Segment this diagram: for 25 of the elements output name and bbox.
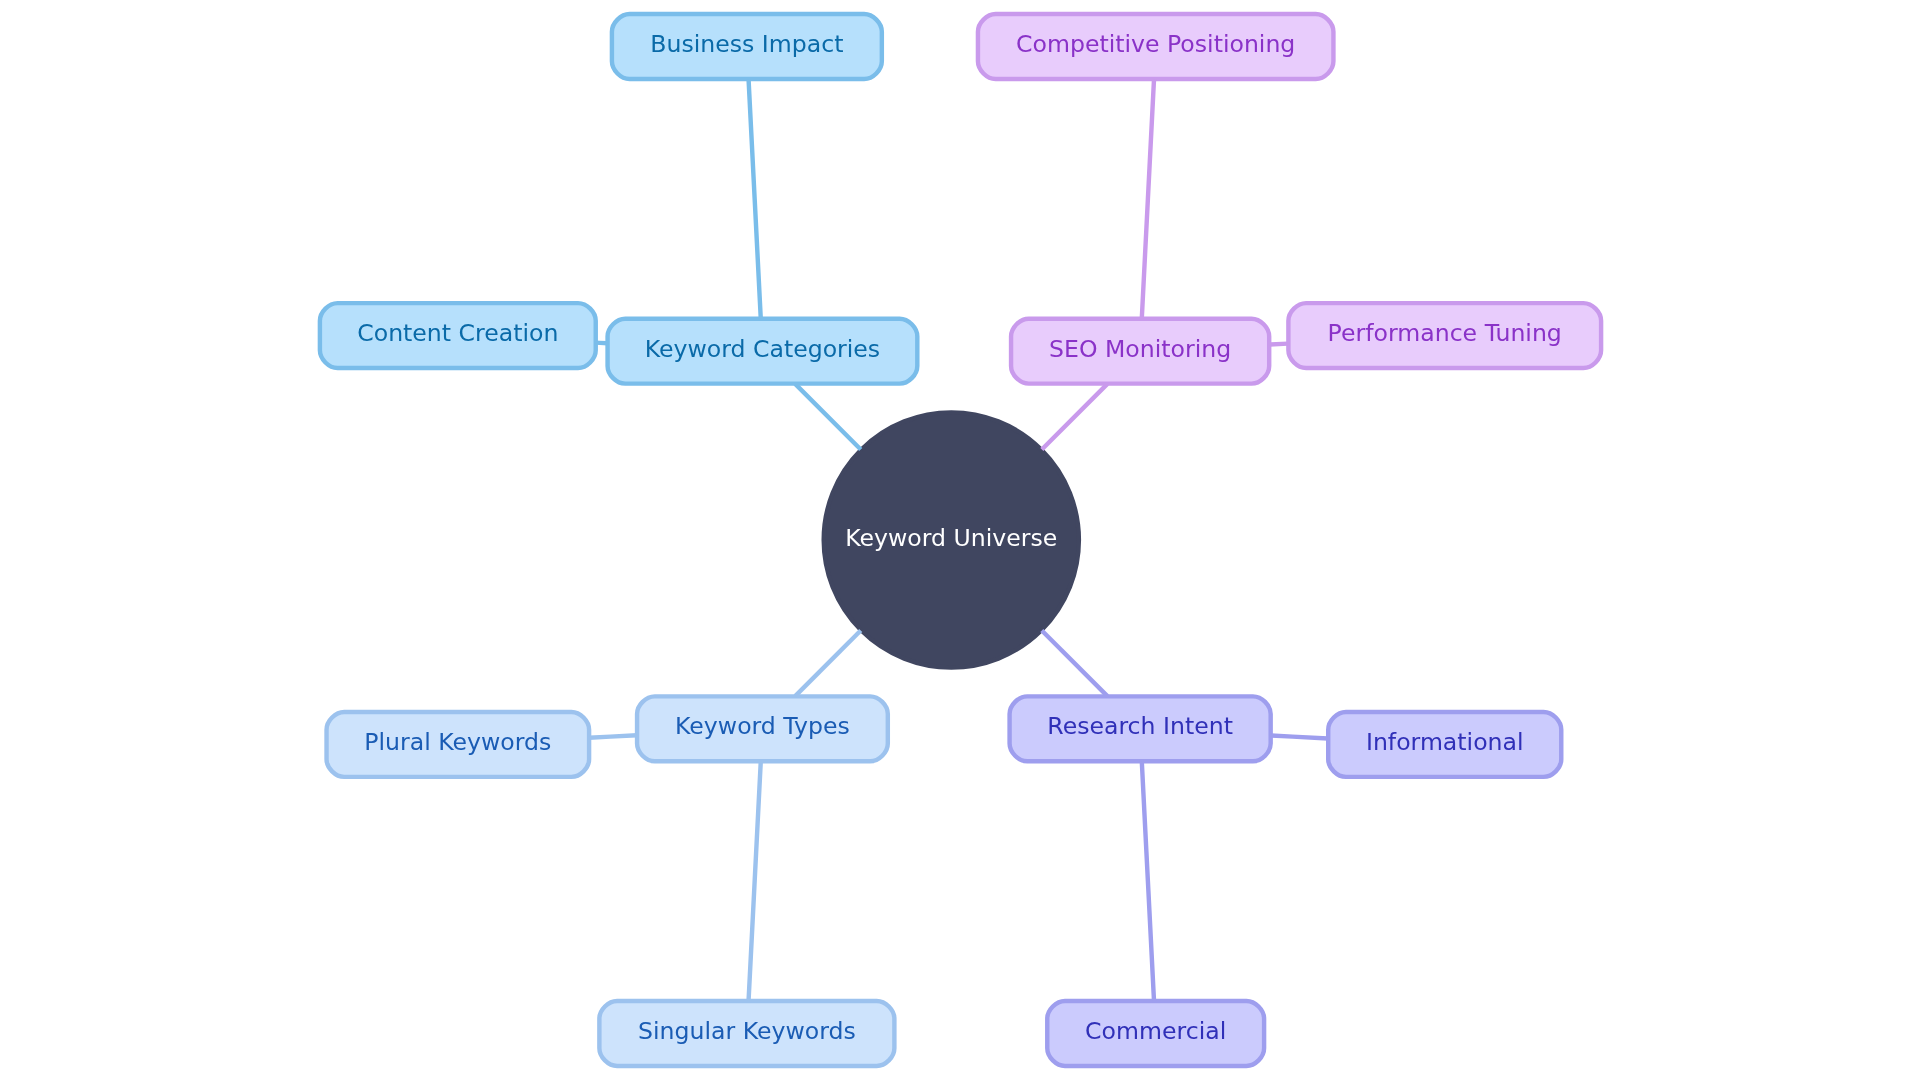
- node-circle: Keyword Universe: [821, 410, 1081, 670]
- connector: [1039, 628, 1109, 698]
- node-box: Business Impact: [609, 11, 884, 82]
- node-box: Plural Keywords: [323, 709, 591, 780]
- connector: [1139, 761, 1156, 1001]
- node-box: Singular Keywords: [596, 998, 897, 1069]
- node-box: Performance Tuning: [1285, 300, 1603, 371]
- node-box: SEO Monitoring: [1008, 316, 1271, 386]
- connector: [595, 340, 608, 346]
- node-box: Informational: [1325, 709, 1563, 780]
- connector: [1268, 341, 1288, 347]
- connector: [1270, 733, 1328, 741]
- connector: [793, 628, 862, 698]
- connector: [1139, 79, 1156, 319]
- connector: [1039, 382, 1109, 452]
- connector: [588, 733, 637, 740]
- node-box: Keyword Types: [634, 694, 890, 764]
- connector: [745, 79, 763, 319]
- connector: [745, 761, 763, 1001]
- node-box: Commercial: [1044, 998, 1266, 1069]
- node-box: Research Intent: [1006, 694, 1273, 764]
- node-box: Keyword Categories: [604, 316, 920, 386]
- node-box: Competitive Positioning: [975, 11, 1336, 82]
- connector: [793, 382, 862, 452]
- node-box: Content Creation: [317, 300, 598, 371]
